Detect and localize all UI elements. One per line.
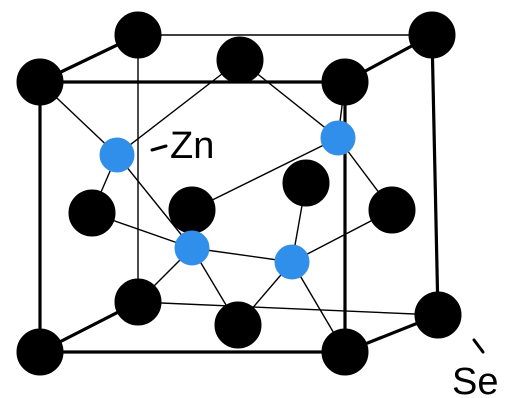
se-atom: [16, 328, 64, 376]
se-atom: [321, 58, 369, 106]
se-atom: [408, 11, 456, 59]
zn-atom: [99, 137, 135, 173]
se-atom: [282, 159, 330, 207]
se-atom: [16, 58, 64, 106]
se-atom: [216, 36, 264, 84]
se-label: Se: [452, 361, 498, 398]
bond: [191, 137, 339, 211]
zn-atom: [174, 230, 210, 266]
se-atom: [114, 278, 162, 326]
se-leader-line: [472, 338, 485, 354]
se-atoms: [16, 11, 462, 376]
zn-atom: [320, 120, 356, 156]
se-atom: [321, 328, 369, 376]
se-atom: [214, 301, 262, 349]
bond: [116, 59, 241, 156]
zn-leader-line: [150, 144, 168, 152]
zn-atom: [274, 244, 310, 280]
cell-edge: [137, 301, 439, 316]
cell-edge: [430, 33, 440, 317]
bond: [116, 154, 193, 249]
se-atom: [68, 189, 116, 237]
se-atom: [168, 186, 216, 234]
se-atom: [368, 186, 416, 234]
se-label-group: Se: [452, 338, 498, 398]
zn-label-group: Zn: [150, 125, 214, 167]
se-atom: [114, 11, 162, 59]
se-atom: [414, 291, 462, 339]
zn-label: Zn: [170, 125, 214, 167]
zn-atoms: [99, 120, 356, 280]
